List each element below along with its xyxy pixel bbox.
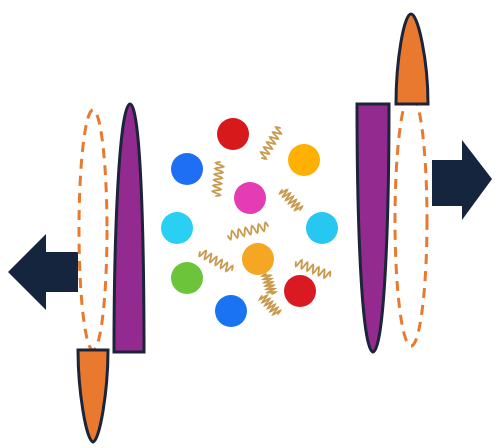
left-purple-plate: [114, 104, 144, 352]
spring-4: [228, 223, 268, 240]
left-orange-tip: [78, 350, 108, 442]
spring-1: [261, 127, 281, 159]
spring-7: [260, 296, 281, 315]
particle: [217, 118, 249, 150]
particle: [161, 212, 193, 244]
spring-3: [280, 190, 302, 210]
particle: [288, 144, 320, 176]
particle: [306, 212, 338, 244]
right-orange-tip: [396, 14, 428, 104]
particle: [215, 295, 247, 327]
particle: [234, 182, 266, 214]
right-purple-plate: [357, 104, 389, 352]
left-dashed-plate: [79, 110, 107, 350]
left-arrow: [8, 234, 78, 310]
particle: [171, 262, 203, 294]
particle: [242, 243, 274, 275]
particle: [171, 153, 203, 185]
particles-group: [161, 118, 338, 327]
right-dashed-plate: [395, 94, 427, 346]
spring-8: [262, 274, 275, 294]
particle: [284, 275, 316, 307]
spring-2: [213, 162, 224, 196]
right-arrow: [432, 140, 492, 220]
spring-5: [199, 251, 232, 271]
